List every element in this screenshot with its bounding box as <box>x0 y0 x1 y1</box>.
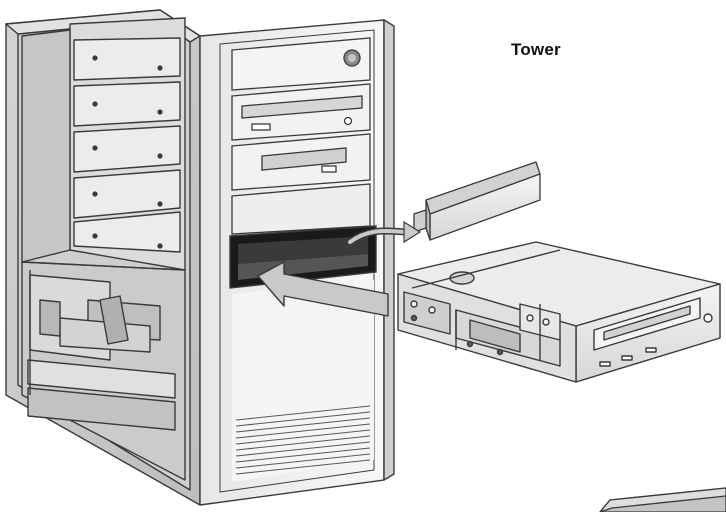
floppy-drive-bay <box>231 133 371 191</box>
top-bay <box>231 37 371 91</box>
arrow-icon <box>346 220 422 246</box>
tape-drive <box>397 241 721 383</box>
partial-object <box>599 487 726 513</box>
diagram-label: Tower <box>511 40 561 59</box>
tower-lower-front <box>232 280 374 482</box>
bezel-cover-plate <box>413 161 541 241</box>
optical-drive-bay <box>231 83 371 141</box>
insertion-arrow-icon <box>257 261 389 317</box>
tower-chassis-side <box>5 9 201 506</box>
front-vent <box>235 405 371 475</box>
